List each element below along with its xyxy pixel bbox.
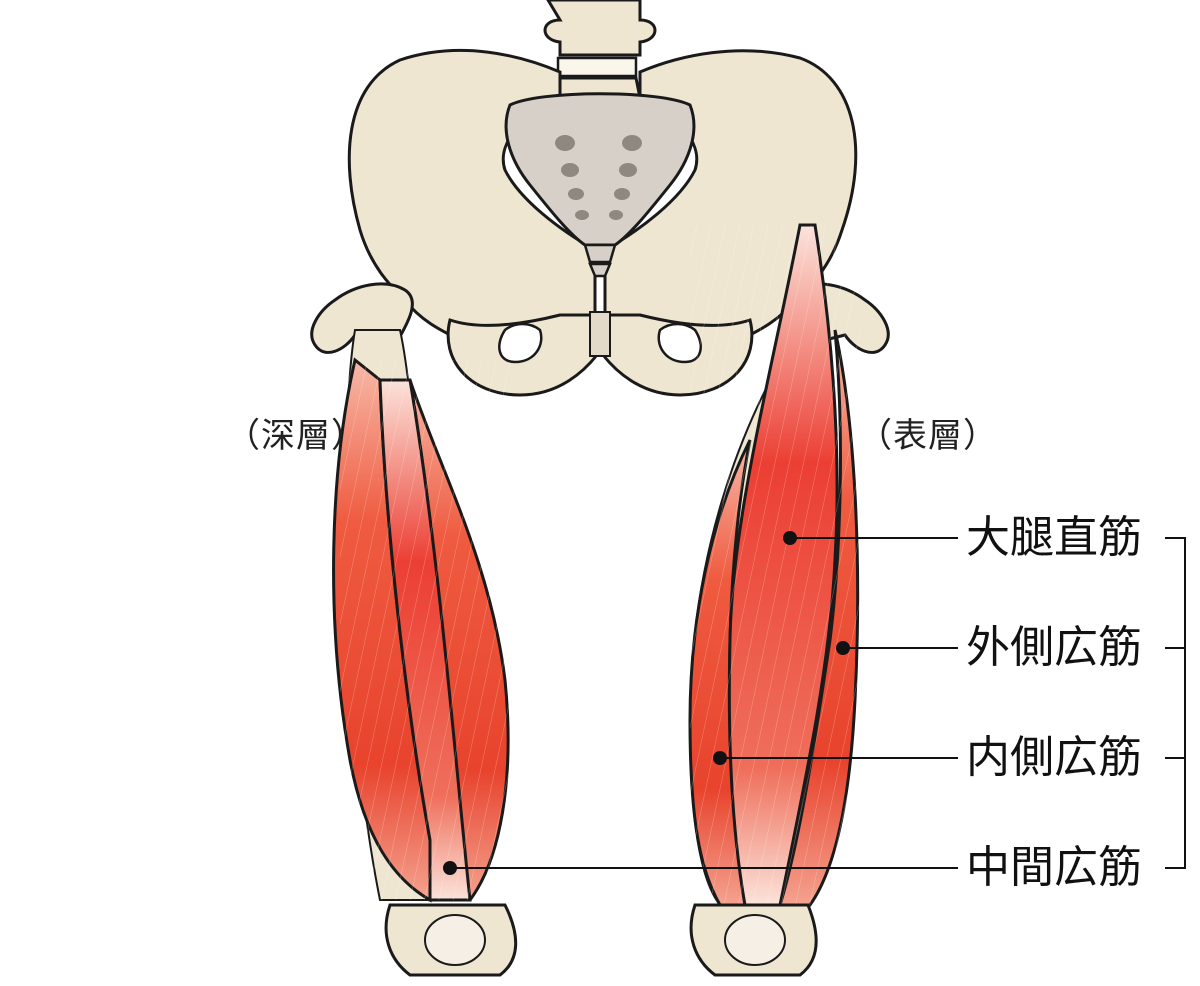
left-thigh-deep (332, 329, 518, 977)
superficial-layer-label: （表層） (858, 416, 998, 456)
lumbar-spine (543, 0, 657, 100)
rectus-femoris-dot (783, 531, 797, 545)
label-vastus-medialis: 内側広筋 (966, 732, 1142, 783)
label-rectus-femoris: 大腿直筋 (966, 512, 1142, 563)
label-vastus-lateralis: 外側広筋 (966, 622, 1142, 673)
vastus-lateralis-dot (836, 641, 850, 655)
leader-dots (443, 531, 850, 875)
label-vastus-intermedius: 中間広筋 (966, 842, 1142, 893)
leader-lines (450, 537, 1186, 869)
right-thigh-superficial (688, 223, 860, 977)
deep-layer-label: （深層） (226, 416, 366, 456)
vastus-medialis-dot (713, 751, 727, 765)
vastus-intermedius-dot (443, 861, 457, 875)
